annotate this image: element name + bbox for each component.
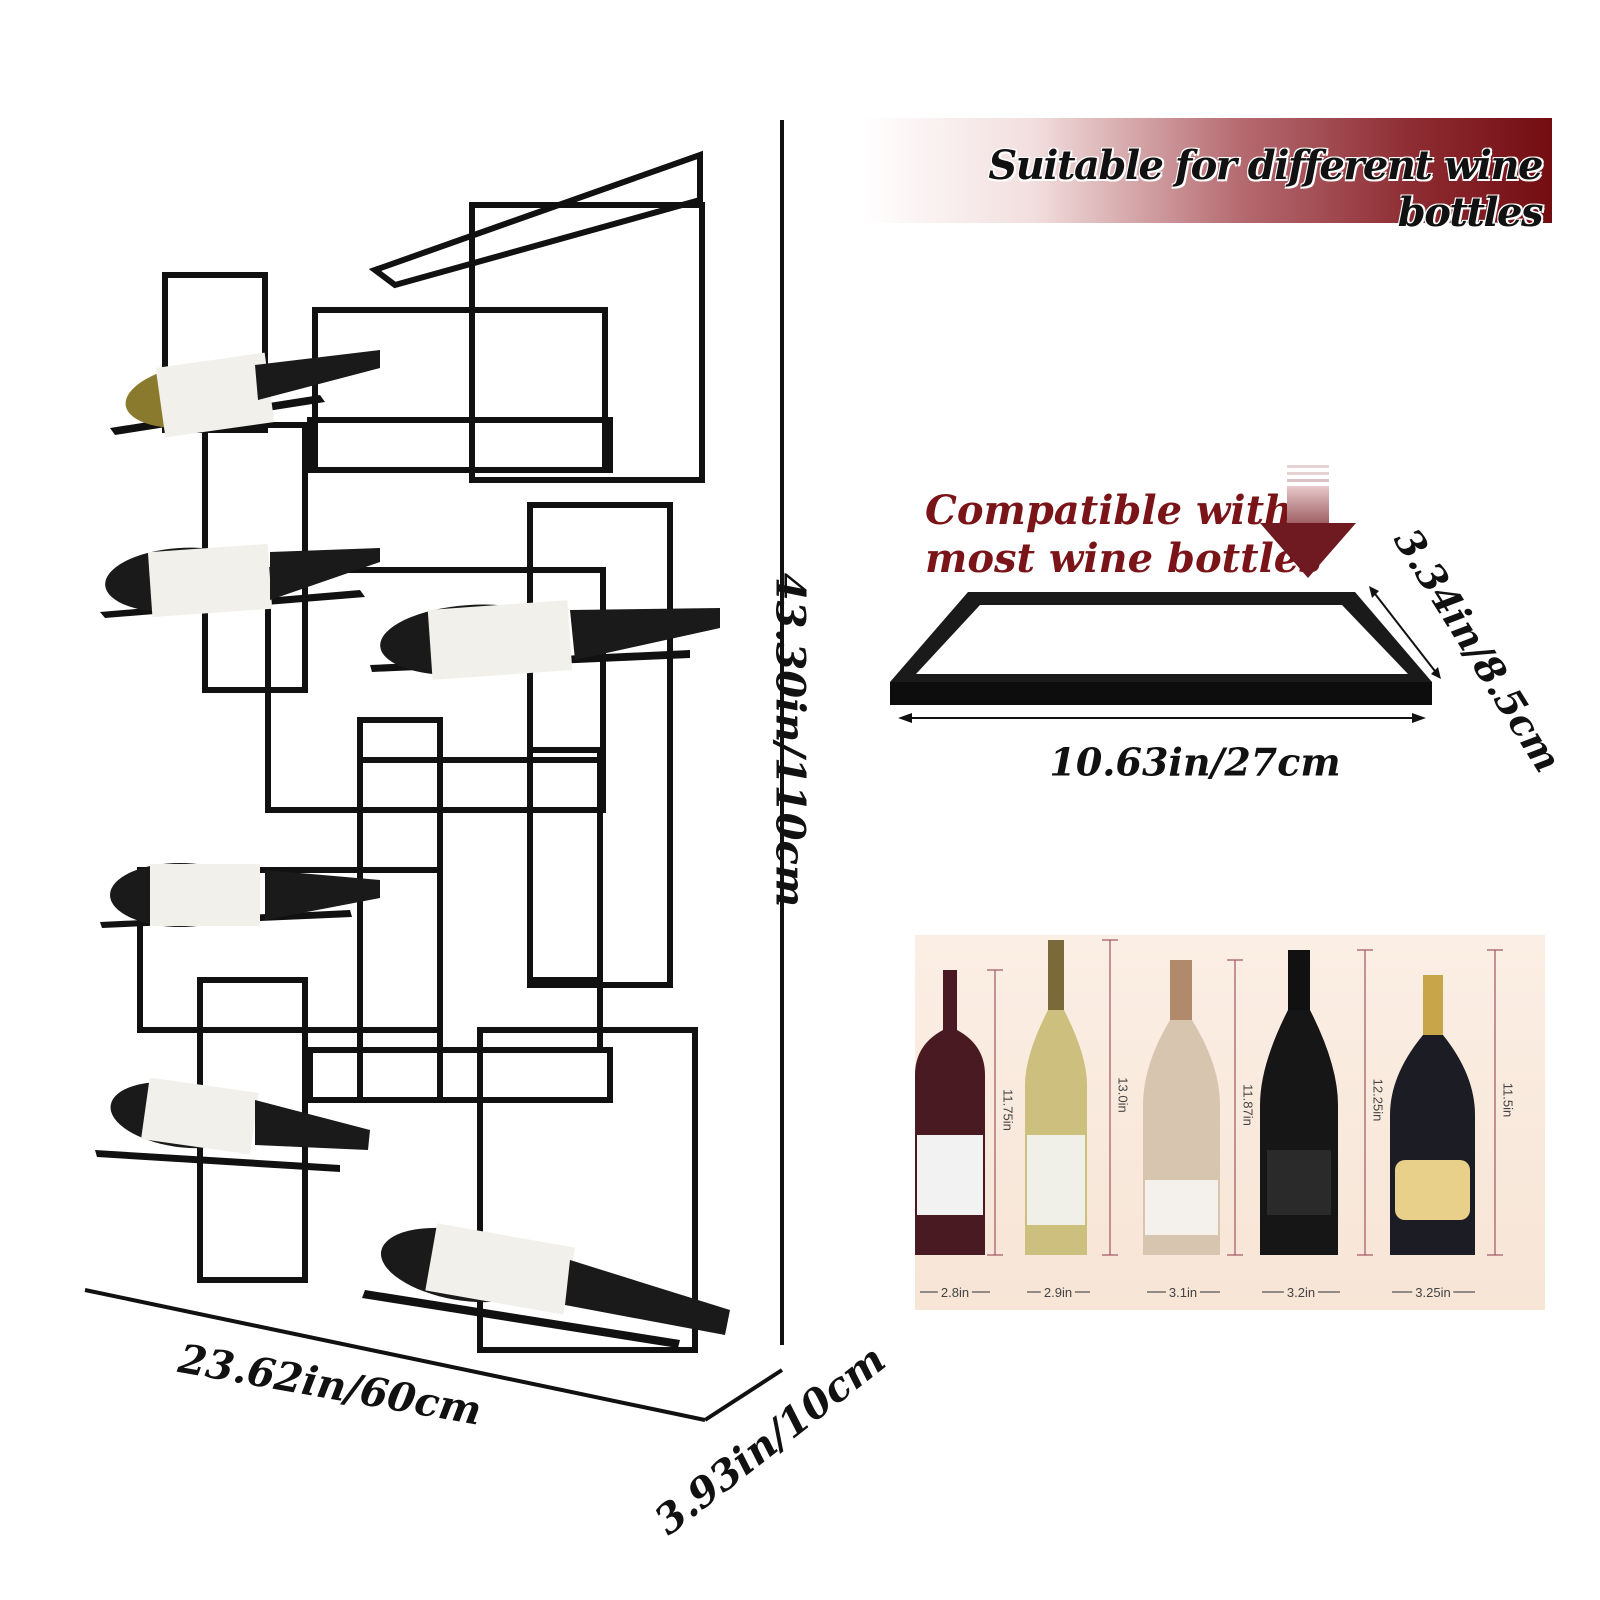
- bottle-2-width: 2.9in: [1040, 1285, 1076, 1300]
- bottle-4-height: 12.25in: [1370, 1078, 1386, 1122]
- shelf-diagram: [890, 465, 1441, 723]
- rack-height-dimension: 43.30in/110cm: [766, 572, 814, 908]
- bottle-lineup: [915, 939, 1503, 1293]
- bottle-3-height: 11.87in: [1240, 1084, 1256, 1126]
- bottle-white-wine: [1025, 940, 1087, 1255]
- compatibility-line-2: most wine bottles: [925, 535, 1322, 582]
- compatibility-line-1: Compatible with: [925, 487, 1294, 534]
- bottle-1-width: 2.8in: [937, 1285, 973, 1300]
- bottle-1-height: 11.75in: [1000, 1089, 1016, 1131]
- bottle-red-wine: [915, 970, 985, 1255]
- feature-banner: Suitable for different wine bottles: [862, 118, 1552, 236]
- bottle-5-height: 11.5in: [1500, 1082, 1516, 1118]
- bottle-2-height: 13.0in: [1115, 1077, 1131, 1113]
- bottle-gold-label: [1390, 975, 1475, 1255]
- down-arrow-icon: [1260, 465, 1356, 578]
- compatibility-caption: Compatible with most wine bottles: [925, 487, 1322, 583]
- bottle-5-width: 3.25in: [1412, 1285, 1454, 1300]
- banner-title: Suitable for different wine bottles: [988, 142, 1543, 236]
- bottle-3-width: 3.1in: [1165, 1285, 1201, 1300]
- bottle-4-width: 3.2in: [1283, 1285, 1319, 1300]
- bottle-sizes-panel: 11.75in 13.0in 11.87in 12.25in 11.5in 2.…: [915, 935, 1545, 1310]
- wine-rack-illustration: [84, 120, 784, 1422]
- shelf-length-dimension: 10.63in/27cm: [1049, 739, 1341, 785]
- bottle-dark-sparkling: [1260, 950, 1338, 1255]
- bottle-rose-champagne: [1143, 960, 1220, 1255]
